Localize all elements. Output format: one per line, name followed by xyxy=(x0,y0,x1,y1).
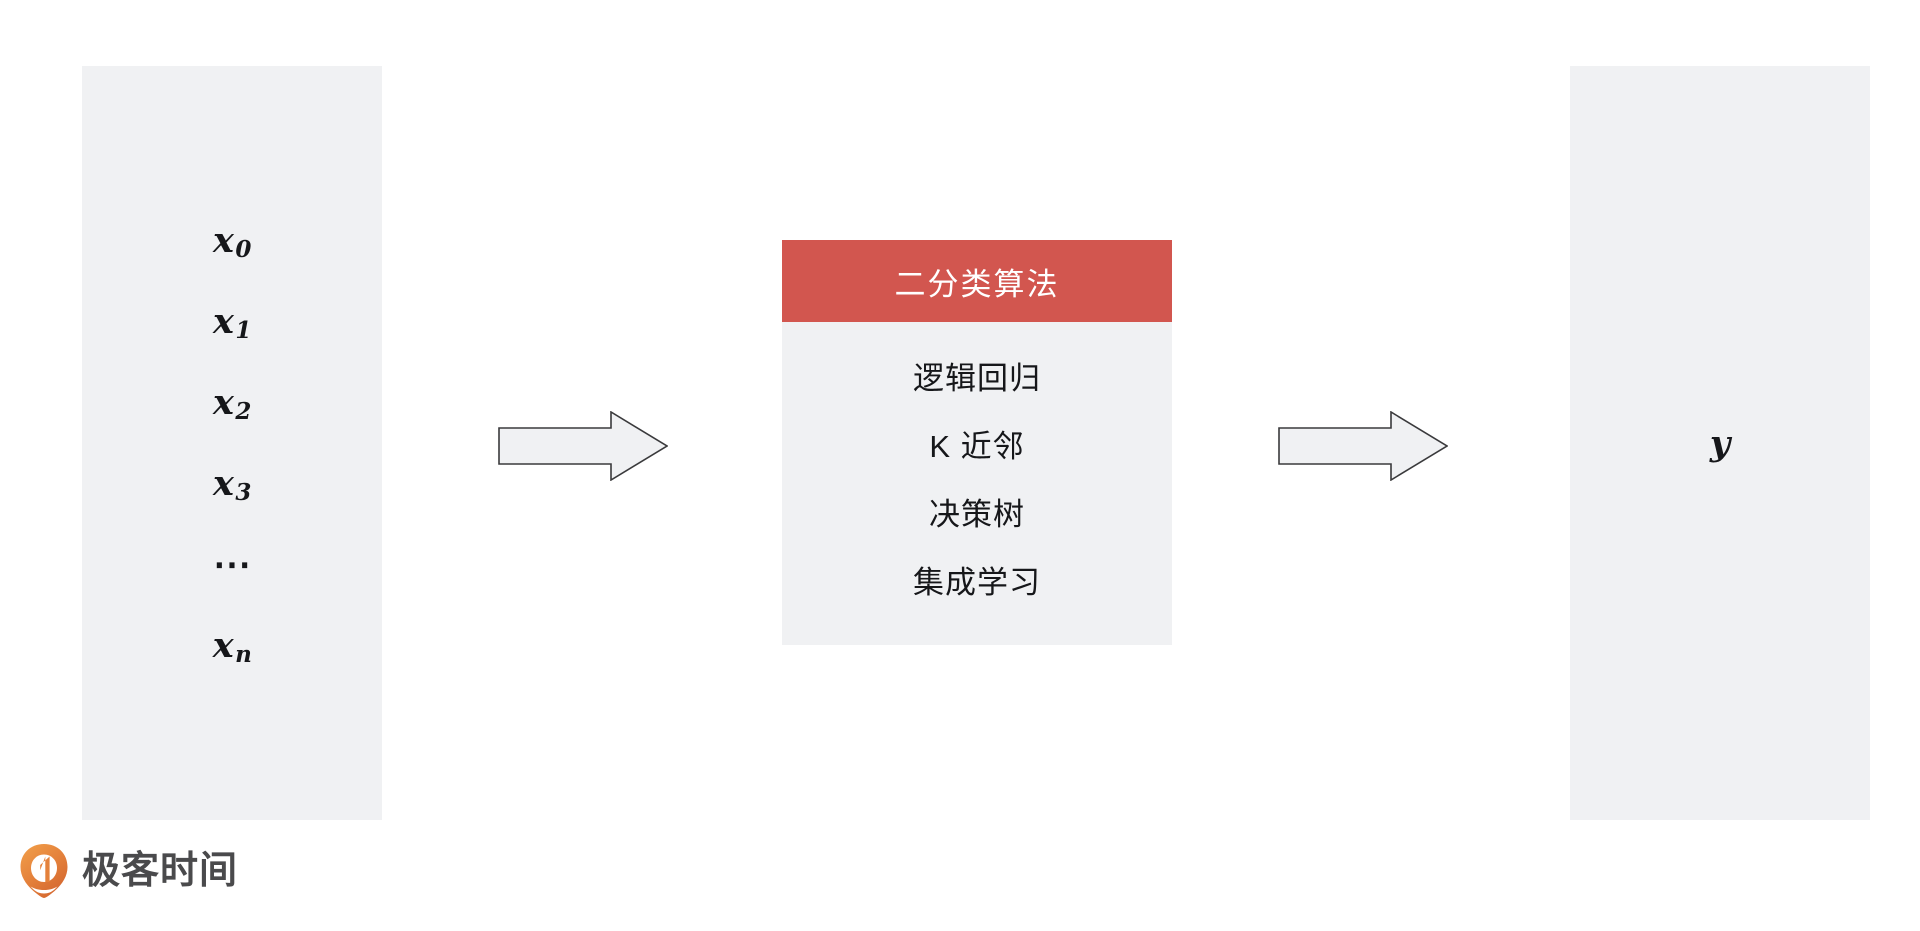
binary-classification-card: 二分类算法 逻辑回归 K 近邻 决策树 集成学习 xyxy=(782,240,1172,645)
right-block-arrow-icon xyxy=(1278,411,1448,481)
variable-subscript: 2 xyxy=(235,398,252,425)
brand-name: 极客时间 xyxy=(82,850,239,892)
card-header-title: 二分类算法 xyxy=(782,240,1172,322)
variable-ellipsis: ⋯ xyxy=(209,526,255,603)
geektime-pin-icon xyxy=(20,844,68,898)
variable-base: x xyxy=(212,625,235,666)
output-label-panel: y xyxy=(1570,66,1870,820)
variable-base: x xyxy=(213,220,235,261)
variable-subscript: n xyxy=(235,641,253,668)
variable-subscript: 1 xyxy=(235,317,252,344)
variable-subscript: 3 xyxy=(235,479,252,506)
variable-subscript: 0 xyxy=(235,236,252,263)
list-item-k-nearest-neighbors: K 近邻 xyxy=(929,428,1025,464)
right-block-arrow-icon-1 xyxy=(498,411,668,481)
variable-base: x xyxy=(213,463,235,504)
right-block-arrow-icon-2 xyxy=(1278,411,1448,481)
variable-base: x xyxy=(213,382,235,423)
variable-base: x xyxy=(213,301,235,342)
brand-logo: 极客时间 xyxy=(18,842,238,900)
ellipsis-glyph: ⋯ xyxy=(213,543,255,586)
variable-y: y xyxy=(1709,422,1731,464)
list-item-decision-tree: 决策树 xyxy=(929,496,1025,532)
list-item-ensemble-learning: 集成学习 xyxy=(913,564,1041,600)
list-item-logistic-regression: 逻辑回归 xyxy=(913,360,1041,396)
right-block-arrow-icon xyxy=(498,411,668,481)
algorithm-list: 逻辑回归 K 近邻 决策树 集成学习 xyxy=(782,322,1172,616)
